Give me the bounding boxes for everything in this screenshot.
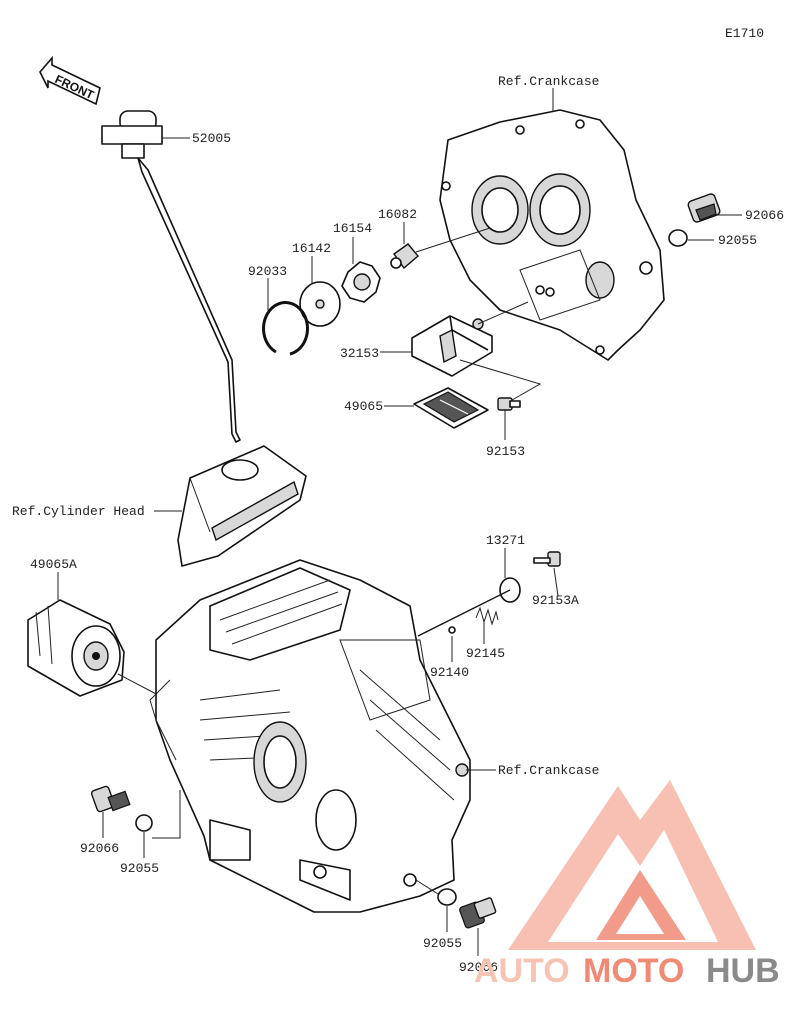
- label-92055-upper: 92055: [718, 233, 757, 248]
- label-92055-bottom: 92055: [423, 936, 462, 951]
- label-92145: 92145: [466, 646, 505, 661]
- label-16154: 16154: [333, 221, 372, 236]
- label-92066-bottom: 92066: [459, 960, 498, 975]
- disc-16142: [299, 281, 341, 327]
- label-52005: 52005: [192, 131, 231, 146]
- label-49065: 49065: [344, 399, 383, 414]
- watermark-text-hub: HUB: [706, 952, 780, 990]
- watermark-text-moto: MOTO: [583, 952, 684, 990]
- washer-92055-upper: [668, 229, 688, 247]
- label-16082: 16082: [378, 207, 417, 222]
- plug-92066-left: [90, 785, 131, 813]
- cylinder-head-cover: [177, 445, 307, 567]
- bolt-92153: [497, 397, 521, 411]
- label-92153A: 92153A: [532, 593, 579, 608]
- label-13271: 13271: [486, 533, 525, 548]
- washer-92055-bottom: [437, 888, 457, 906]
- plug-92066-bottom: [459, 897, 497, 929]
- diagram-code: E1710: [725, 26, 764, 41]
- bracket-32153: [411, 315, 493, 377]
- ref-crankcase-bottom: Ref.Crankcase: [498, 763, 599, 778]
- label-92153: 92153: [486, 444, 525, 459]
- label-92055-left: 92055: [120, 861, 159, 876]
- dipstick-52005: [101, 110, 241, 443]
- part-13271: [417, 577, 521, 637]
- ball-92140: [448, 626, 456, 634]
- watermark-logo: AUTO MOTO HUB: [474, 780, 780, 990]
- bolt-92153A: [533, 551, 561, 567]
- label-49065A: 49065A: [30, 557, 77, 572]
- label-92140: 92140: [430, 665, 469, 680]
- crankcase-block: [149, 559, 471, 913]
- label-32153: 32153: [340, 346, 379, 361]
- watermark-text-auto: AUTO: [474, 952, 570, 990]
- front-arrow: FRONT: [39, 55, 101, 106]
- circlip-92033: [262, 301, 309, 356]
- label-92066-upper: 92066: [745, 208, 784, 223]
- label-16142: 16142: [292, 241, 331, 256]
- oil-filter-49065A: [27, 599, 125, 697]
- ref-cylinder-head: Ref.Cylinder Head: [12, 504, 145, 519]
- part-16082: [390, 243, 419, 270]
- ref-crankcase-top: Ref.Crankcase: [498, 74, 599, 89]
- washer-92055-left: [135, 814, 153, 832]
- label-92066-left: 92066: [80, 841, 119, 856]
- label-92033: 92033: [248, 264, 287, 279]
- spring-92145: [475, 606, 499, 626]
- rotor-16154: [341, 261, 381, 303]
- crankcase-cover-top: [439, 109, 665, 361]
- plug-92066-upper: [687, 193, 721, 223]
- screen-49065: [413, 387, 489, 429]
